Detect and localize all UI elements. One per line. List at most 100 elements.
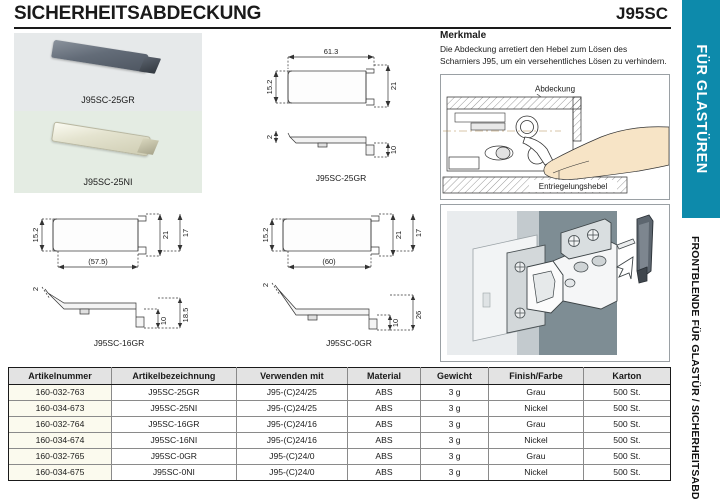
table-row[interactable]: 160-034-673 J95SC-25NI J95-(C)24/25 ABS …: [7, 400, 672, 417]
drawing-0gr-svg: (60) 15.2 21 17 2 10 26: [261, 213, 423, 331]
table-header-cell: Finish/Farbe: [488, 367, 584, 385]
cell-finish: Nickel: [488, 464, 584, 481]
cell-article-number: 160-032-763: [7, 384, 113, 401]
table-row[interactable]: 160-032-764 J95SC-16GR J95-(C)24/16 ABS …: [7, 416, 672, 433]
table-row[interactable]: 160-032-765 J95SC-0GR J95-(C)24/0 ABS 3 …: [7, 448, 672, 465]
dim-length: 61.3: [324, 47, 339, 56]
page-title: SICHERHEITSABDECKUNG: [14, 3, 262, 24]
cell-carton: 500 St.: [582, 464, 672, 481]
cell-use-with: J95-(C)24/16: [235, 416, 348, 433]
cell-material: ABS: [346, 400, 422, 417]
product-photo-nickel: J95SC-25NI: [14, 111, 202, 193]
illustration-cross-section: Abdeckung Entriegelungshebel: [440, 74, 670, 200]
cell-use-with: J95-(C)24/0: [235, 448, 348, 465]
cell-material: ABS: [346, 464, 422, 481]
dim-h-right: 21: [161, 231, 170, 239]
dim-t-top: 2: [265, 135, 274, 139]
sidebar-category-tab: FÜR GLASTÜREN: [682, 0, 720, 218]
cell-finish: Nickel: [488, 432, 584, 449]
cell-article-number: 160-034-673: [7, 400, 113, 417]
dim-h-right: 21: [389, 82, 398, 90]
drawing-0gr: (60) 15.2 21 17 2 10 26 J95SC-0GR: [238, 205, 460, 357]
cell-weight: 3 g: [420, 432, 490, 449]
table-row[interactable]: 160-032-763 J95SC-25GR J95-(C)24/25 ABS …: [7, 384, 672, 401]
dim-length: (57.5): [88, 257, 108, 266]
cell-material: ABS: [346, 432, 422, 449]
cell-use-with: J95-(C)24/25: [235, 400, 348, 417]
dim-h-left: 15.2: [265, 80, 274, 95]
drawing-caption: J95SC-16GR: [93, 338, 145, 348]
cell-weight: 3 g: [420, 448, 490, 465]
cell-use-with: J95-(C)24/0: [235, 464, 348, 481]
cell-article-name: J95SC-0GR: [111, 448, 237, 465]
sidebar-footer-label: FRONTBLENDE FÜR GLASTÜR / SICHERHEITSABD: [689, 236, 701, 500]
drawing-caption: J95SC-25GR: [315, 173, 367, 183]
drawing-25gr-svg: 61.3 15.2 21 2 10: [265, 47, 398, 158]
dim-t-top: 2: [261, 283, 270, 287]
drawing-16gr-svg: (57.5) 15.2 21 17 2 10 18.5: [31, 213, 190, 329]
product-spec-table: Artikelnummer Artikelbezeichnung Verwend…: [7, 367, 672, 481]
dim-h-outer: 17: [181, 229, 190, 237]
drawing-caption: J95SC-0GR: [326, 338, 372, 348]
cell-article-name: J95SC-25NI: [111, 400, 237, 417]
cover-body-grey: [51, 39, 149, 73]
product-photo-grey: J95SC-25GR: [14, 33, 202, 111]
cell-article-name: J95SC-0NI: [111, 464, 237, 481]
cover-body-nickel: [51, 121, 151, 157]
table-header-cell: Material: [346, 367, 422, 385]
cell-carton: 500 St.: [582, 448, 672, 465]
cell-use-with: J95-(C)24/25: [235, 384, 348, 401]
cell-material: ABS: [346, 416, 422, 433]
cell-use-with: J95-(C)24/16: [235, 432, 348, 449]
cell-material: ABS: [346, 448, 422, 465]
cell-article-number: 160-032-764: [7, 416, 113, 433]
dim-t-top: 2: [31, 287, 40, 291]
cell-article-name: J95SC-16NI: [111, 432, 237, 449]
dim-t-bottom: 10: [391, 319, 400, 327]
cell-weight: 3 g: [420, 416, 490, 433]
dim-h-left: 15.2: [31, 228, 40, 243]
features-title: Merkmale: [440, 30, 487, 41]
header-divider: [14, 27, 671, 29]
photo-caption: J95SC-25GR: [81, 95, 135, 105]
drawing-25gr: 61.3 15.2 21 2 10 J95SC-25GR: [246, 33, 436, 188]
cross-section-svg: Abdeckung Entriegelungshebel: [441, 75, 669, 199]
cell-article-name: J95SC-16GR: [111, 416, 237, 433]
cell-weight: 3 g: [420, 384, 490, 401]
table-header-cell: Artikelbezeichnung: [111, 367, 237, 385]
features-text: Die Abdeckung arretiert den Hebel zum Lö…: [440, 44, 667, 67]
label-abdeckung: Abdeckung: [535, 85, 575, 94]
cell-article-name: J95SC-25GR: [111, 384, 237, 401]
table-row[interactable]: 160-034-674 J95SC-16NI J95-(C)24/16 ABS …: [7, 432, 672, 449]
cell-finish: Nickel: [488, 400, 584, 417]
sidebar-section-footer: FRONTBLENDE FÜR GLASTÜR / SICHERHEITSABD: [682, 236, 720, 500]
cell-finish: Grau: [488, 448, 584, 465]
dim-t-bottom: 10: [389, 146, 398, 154]
dim-t-outer: 18.5: [181, 308, 190, 323]
label-entriegelungshebel: Entriegelungshebel: [539, 182, 608, 191]
dim-length: (60): [322, 257, 336, 266]
category-sidebar: FÜR GLASTÜREN FRONTBLENDE FÜR GLASTÜR / …: [677, 0, 720, 500]
cell-article-number: 160-032-765: [7, 448, 113, 465]
drawing-16gr: (57.5) 15.2 21 17 2 10 18.5 J95SC-16GR: [8, 205, 230, 357]
cell-carton: 500 St.: [582, 416, 672, 433]
catalog-page: SICHERHEITSABDECKUNG J95SC FÜR GLASTÜREN…: [7, 0, 720, 500]
cell-carton: 500 St.: [582, 400, 672, 417]
cell-article-number: 160-034-674: [7, 432, 113, 449]
table-header-row: Artikelnummer Artikelbezeichnung Verwend…: [7, 367, 672, 385]
dim-h-right: 21: [394, 231, 403, 239]
cell-weight: 3 g: [420, 400, 490, 417]
product-code: J95SC: [616, 4, 668, 23]
cell-carton: 500 St.: [582, 432, 672, 449]
cell-material: ABS: [346, 384, 422, 401]
dim-h-left: 15.2: [261, 228, 270, 243]
cell-finish: Grau: [488, 384, 584, 401]
cell-weight: 3 g: [420, 464, 490, 481]
illustration-assembly: [440, 204, 670, 362]
table-header-cell: Verwenden mit: [235, 367, 348, 385]
assembly-svg: [441, 205, 669, 361]
table-header-cell: Artikelnummer: [7, 367, 113, 385]
photo-caption: J95SC-25NI: [83, 177, 133, 187]
dim-t-bottom: 10: [159, 317, 168, 325]
table-row[interactable]: 160-034-675 J95SC-0NI J95-(C)24/0 ABS 3 …: [7, 464, 672, 481]
